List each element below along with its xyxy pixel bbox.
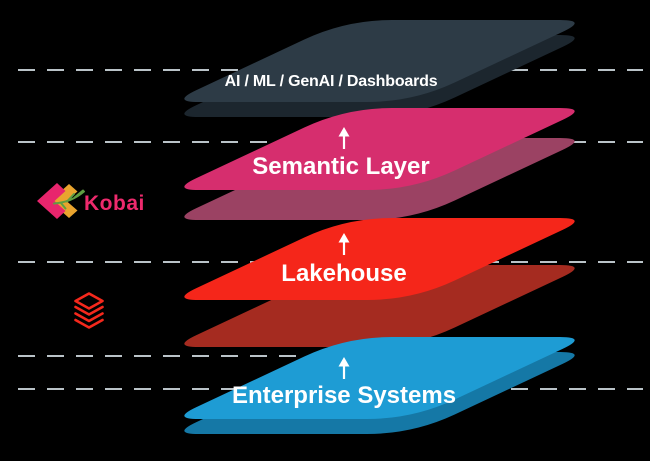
kobai-sprig-leaf [60,202,67,210]
up-arrow-head [338,357,350,367]
layer-ai-apps-top-face [184,20,575,102]
up-arrow-icon [338,233,350,255]
kobai-sprig-leaf [73,189,84,199]
layer-semantic-label: Semantic Layer [252,153,429,180]
layer-semantic: Semantic Layer [184,108,575,220]
up-arrow-icon [338,127,350,149]
databricks-chevron [74,305,104,316]
up-arrow-head [338,127,350,137]
layer-lakehouse-side-face [184,265,575,347]
kobai-wordmark: Kobai [84,192,145,215]
layer-lakehouse: Lakehouse [184,218,575,347]
kobai-sprig-leaf [66,193,75,203]
layer-lakehouse-top-face [184,218,575,300]
layer-semantic-top-face [184,108,575,190]
kobai-pink-chevron-icon [37,183,66,219]
kobai-sprig-stem [53,190,85,205]
layer-ai-apps-label: AI / ML / GenAI / Dashboards [225,73,438,90]
layer-enterprise-label: Enterprise Systems [232,382,456,409]
databricks-chevron [74,318,104,329]
databricks-top-diamond [74,292,104,310]
databricks-chevron [74,312,104,323]
layer-enterprise-top-face [184,337,575,419]
databricks-stack-icon [74,292,104,329]
up-arrow-head [338,233,350,243]
layer-ai-apps: AI / ML / GenAI / Dashboards [184,20,575,117]
up-arrow-icon [338,357,350,379]
kobai-logo: Kobai [37,183,145,219]
layer-enterprise: Enterprise Systems [184,337,575,434]
kobai-sprig-icon [53,189,85,210]
layer-lakehouse-label: Lakehouse [281,260,406,287]
